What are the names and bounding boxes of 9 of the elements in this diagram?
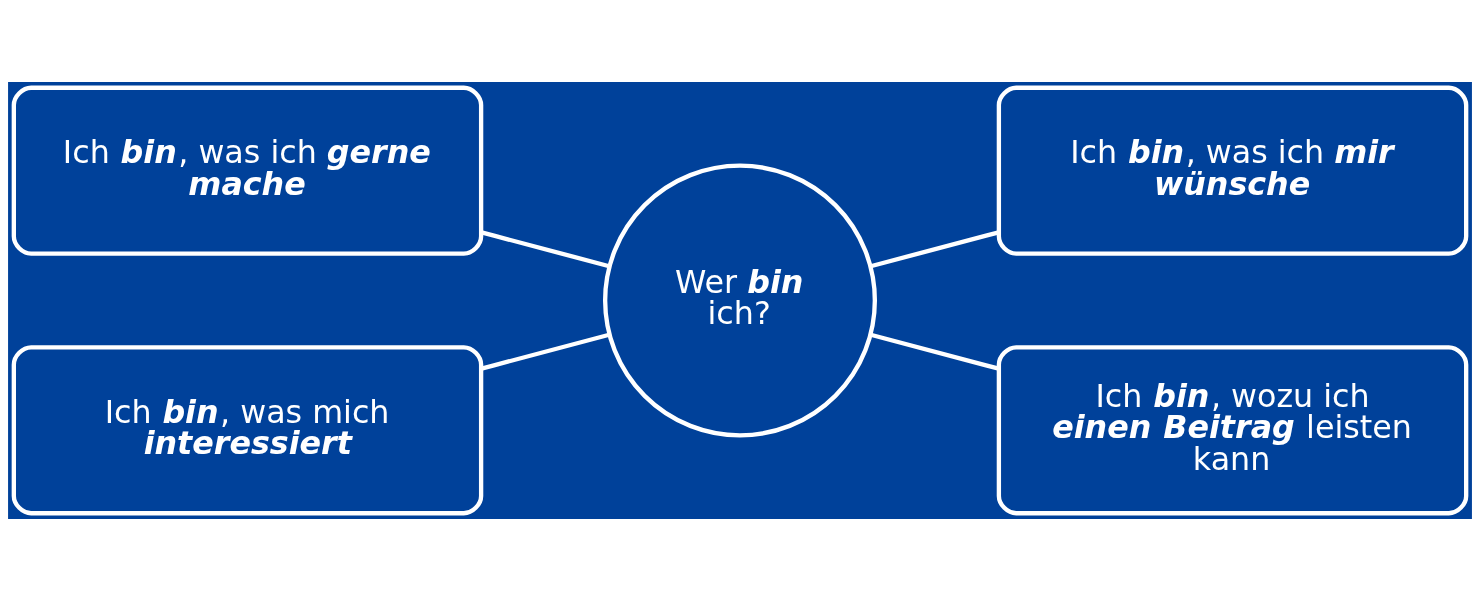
node-box: Ich bin, was mich interessiert xyxy=(11,344,484,515)
connector xyxy=(481,332,610,371)
node-box: Ich bin, was ich gerne mache xyxy=(11,85,484,256)
node-circle: Wer bin ich? xyxy=(603,163,877,437)
connector xyxy=(870,229,1000,268)
connector xyxy=(481,229,610,268)
connector xyxy=(870,332,1000,371)
node-box: Ich bin, was ich mir wünsche xyxy=(996,85,1469,256)
node-box: Ich bin, wozu ich einen Beitrag leisten kann xyxy=(996,344,1469,515)
